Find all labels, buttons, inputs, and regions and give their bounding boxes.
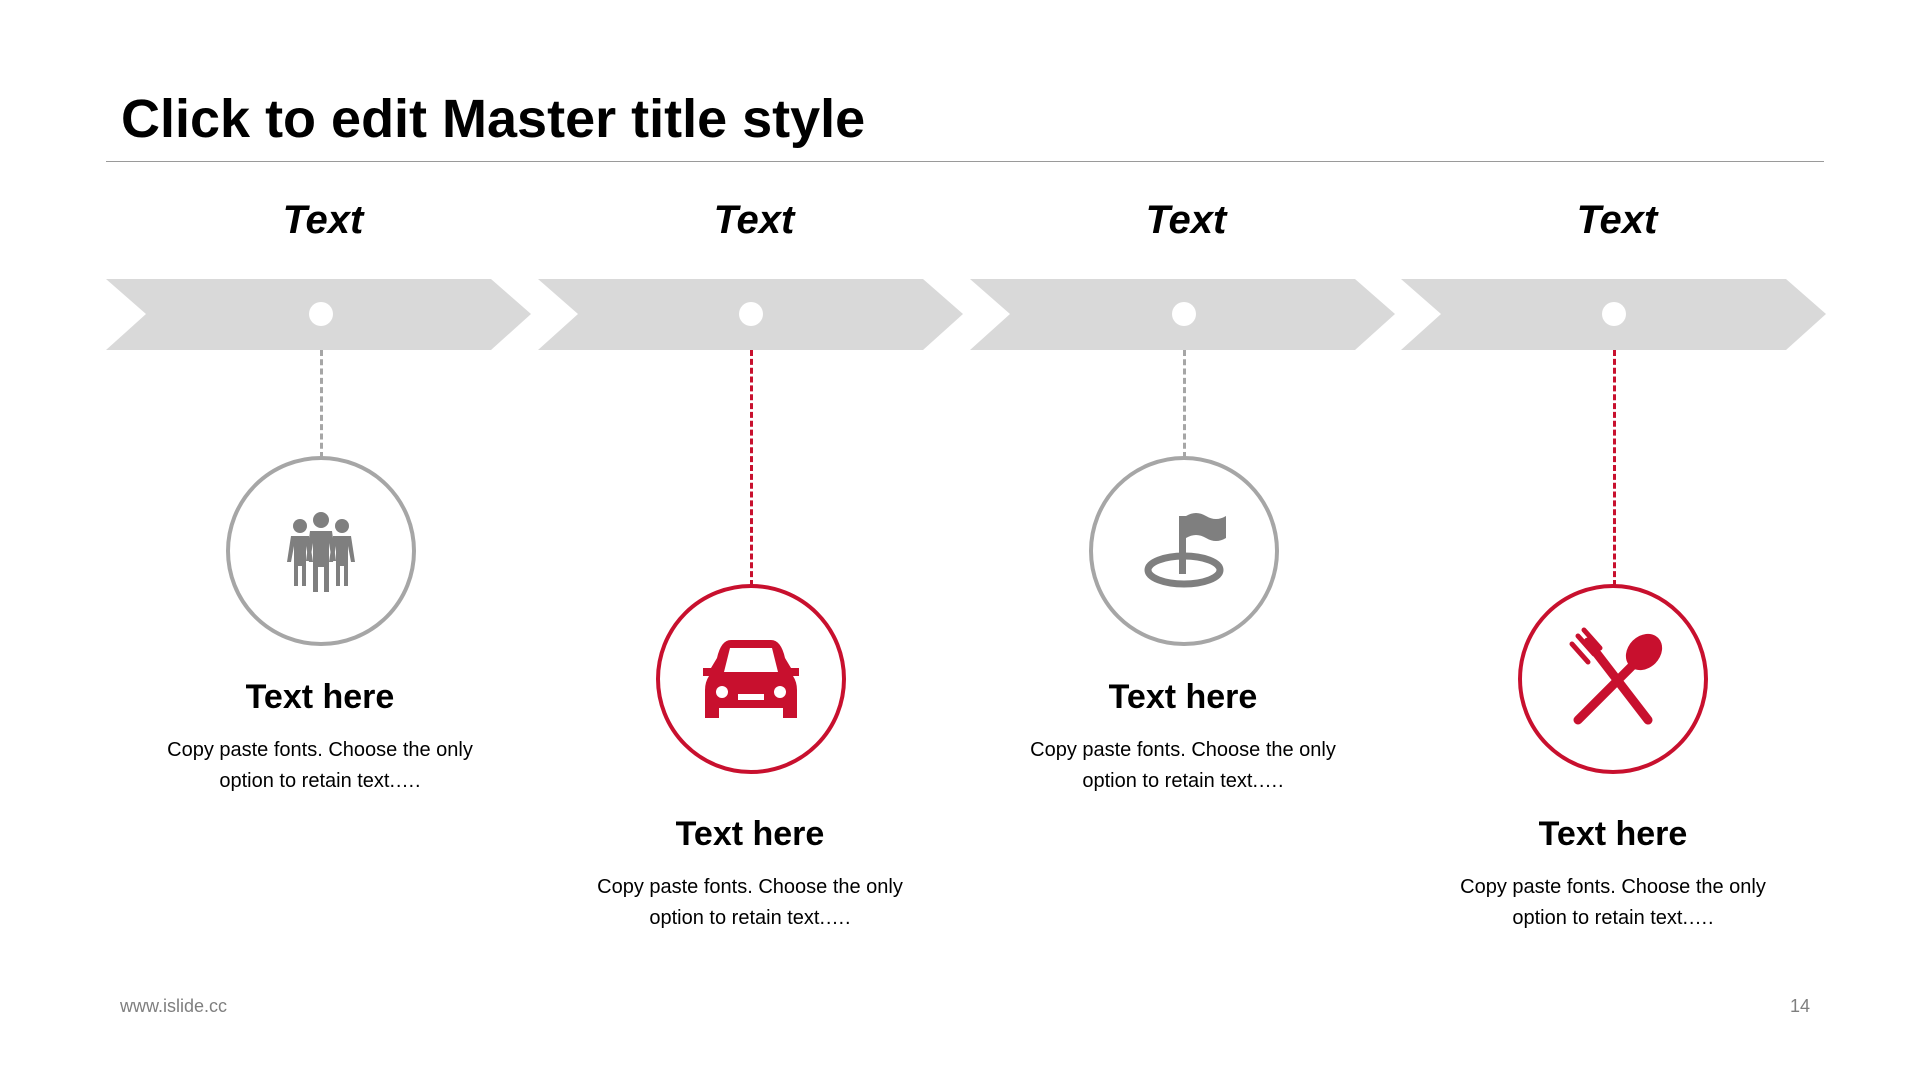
step-1-connector bbox=[320, 350, 323, 458]
page-number: 14 bbox=[1789, 996, 1810, 1016]
timeline-arrows bbox=[106, 279, 1826, 350]
footer-website: www.islide.cc bbox=[120, 996, 228, 1016]
step-1-dot bbox=[309, 302, 333, 326]
step-2-dot bbox=[739, 302, 763, 326]
step-3-label: Text bbox=[1145, 198, 1227, 242]
step-3-heading: Text here bbox=[1108, 678, 1258, 716]
fork-spoon-icon bbox=[1569, 627, 1663, 725]
step-3-connector bbox=[1183, 350, 1186, 458]
step-4-dot bbox=[1602, 302, 1626, 326]
step-3-dot bbox=[1172, 302, 1196, 326]
step-3-icon-circle bbox=[1089, 456, 1279, 646]
step-1-label: Text bbox=[282, 198, 364, 242]
slide-title: Click to edit Master title style bbox=[121, 89, 866, 149]
step-2-label: Text bbox=[713, 198, 795, 242]
step-2-heading: Text here bbox=[675, 815, 825, 853]
step-1-heading: Text here bbox=[245, 678, 395, 716]
step-4-label: Text bbox=[1576, 198, 1658, 242]
flag-location-icon bbox=[1144, 513, 1226, 588]
step-4-heading: Text here bbox=[1538, 815, 1688, 853]
people-group-icon bbox=[287, 512, 355, 592]
step-4-icon-circle bbox=[1518, 584, 1708, 774]
step-4-connector bbox=[1613, 350, 1616, 586]
step-2-icon-circle bbox=[656, 584, 846, 774]
step-2-connector bbox=[750, 350, 753, 586]
title-divider bbox=[106, 161, 1824, 162]
car-icon bbox=[703, 640, 799, 718]
step-1-icon-circle bbox=[226, 456, 416, 646]
